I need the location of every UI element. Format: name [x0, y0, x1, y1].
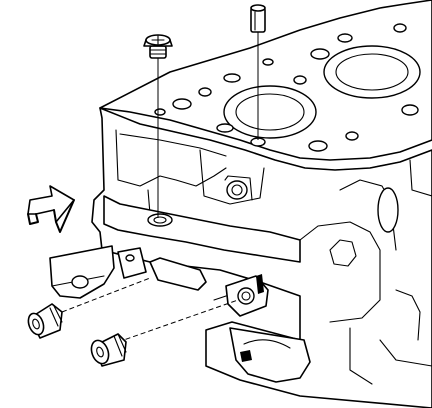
- outline-arrow-right-icon: [27, 185, 75, 233]
- oil-gallery-plug-front[interactable]: [88, 299, 239, 367]
- oil-pan-rail-hole: [71, 275, 89, 289]
- right-side-bore: [377, 187, 399, 233]
- dowel-pin[interactable]: [250, 4, 266, 140]
- deck-openings: [154, 23, 419, 152]
- oil-pan-rail: [49, 245, 115, 299]
- front-plug-hole: [237, 287, 255, 305]
- rear-face-boss: [226, 180, 248, 200]
- oil-gallery-passage: [103, 195, 301, 263]
- block-rear-face: [91, 107, 432, 408]
- gallery-square-boss: [117, 247, 147, 279]
- rear-left-plug-boss: [149, 257, 207, 291]
- cylinder-block: [49, 0, 432, 408]
- oil-gallery-plug-left[interactable]: [26, 277, 151, 339]
- plug-front-path: [117, 299, 239, 343]
- oil-gallery-top-opening: [147, 213, 173, 227]
- oil-gallery-plug-top[interactable]: [143, 34, 173, 218]
